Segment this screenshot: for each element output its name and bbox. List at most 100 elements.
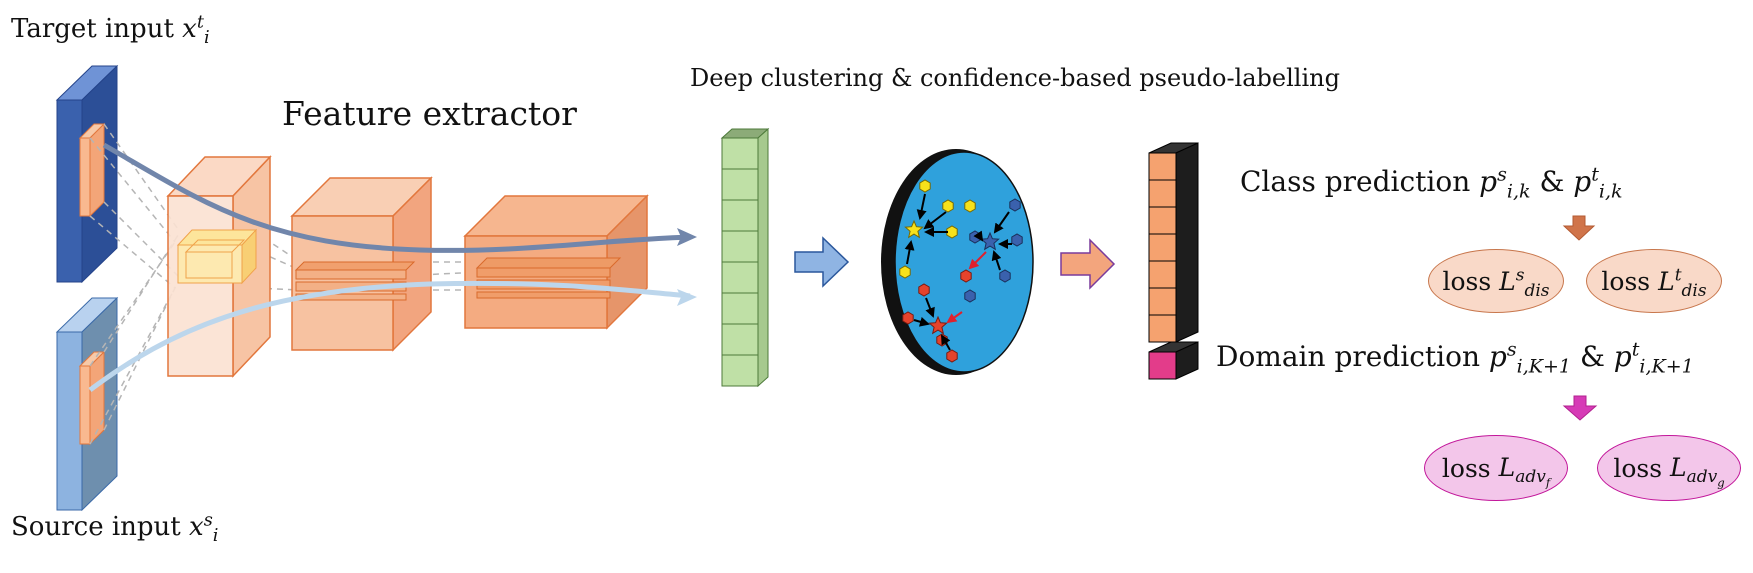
yellow-point — [964, 199, 976, 213]
domain-amp: & — [1579, 340, 1605, 373]
cluster-arrow — [973, 230, 984, 242]
loss-subsub: f — [1545, 475, 1551, 490]
class-p-s: psi,k — [1479, 165, 1530, 201]
feature-vector — [720, 127, 770, 388]
clustering-title: Deep clustering & confidence-based pseud… — [690, 64, 1340, 92]
domain-prediction-text: Domain prediction — [1216, 340, 1480, 373]
source-input-text: Source input — [11, 512, 181, 542]
cluster-arrow — [923, 211, 947, 230]
blue-point — [999, 269, 1011, 283]
loss-sub: dis — [1524, 280, 1550, 301]
loss-word: loss — [1441, 453, 1491, 483]
loss-sym: L — [1658, 266, 1675, 296]
cluster-arrow — [991, 250, 1002, 271]
class-amp: & — [1539, 165, 1565, 198]
loss-symbol: Ltdis — [1658, 265, 1707, 300]
domain-p-t: pti,K+1 — [1613, 340, 1694, 376]
blue-point — [1009, 198, 1021, 212]
loss-sub-text: adv — [1515, 467, 1546, 488]
feature-vector-cell — [721, 168, 759, 201]
loss-word: loss — [1601, 266, 1651, 296]
loss-symbol: Ladvg — [1670, 453, 1725, 488]
class-p-2: p — [1573, 165, 1592, 198]
blue-center-star — [980, 231, 1000, 251]
cluster-points — [899, 179, 1023, 363]
blue-point — [1011, 233, 1023, 247]
domain-down-arrow — [1562, 395, 1598, 421]
domain-prediction-label: Domain prediction psi,K+1 & pti,K+1 — [1216, 338, 1694, 376]
output-vector-cell — [1148, 152, 1177, 181]
source-sup: s — [203, 510, 213, 531]
feature-vector-cell — [721, 199, 759, 232]
red-point — [946, 349, 958, 363]
cluster-arrow — [925, 297, 935, 318]
loss-sym: L — [1498, 453, 1516, 483]
yellow-point — [946, 225, 958, 239]
output-vector-cell — [1148, 287, 1177, 316]
source-sym: x — [189, 512, 204, 542]
source-flow-arrowhead — [677, 289, 697, 306]
output-vector — [1148, 142, 1199, 380]
target-sub: i — [203, 28, 210, 49]
yellow-center-star — [904, 219, 924, 239]
cluster-red-arrow — [968, 251, 987, 270]
feature-vector-cell — [721, 137, 759, 170]
red-point — [960, 269, 972, 283]
output-vector-cell — [1148, 260, 1177, 289]
class-sub-s: i,k — [1506, 180, 1531, 203]
feature-vector-cell — [721, 323, 759, 356]
domain-sub-t: i,K+1 — [1639, 355, 1694, 378]
class-prediction-label: Class prediction psi,k & pti,k — [1240, 165, 1623, 201]
yellow-point — [942, 199, 954, 213]
loss-word: loss — [1613, 453, 1663, 483]
orange-block-arrow — [1060, 238, 1116, 290]
loss-sym: L — [1499, 266, 1516, 296]
loss-sub: advf — [1515, 467, 1551, 490]
loss-sup: s — [1515, 265, 1525, 286]
domain-cell — [1148, 351, 1177, 380]
loss-dis-source: loss Lsdis — [1428, 249, 1564, 313]
class-prediction-text: Class prediction — [1240, 165, 1471, 198]
class-sub-t: i,k — [1598, 180, 1623, 203]
feature-vector-side — [757, 127, 769, 388]
feature-layer-1 — [166, 155, 272, 378]
red-point — [902, 311, 914, 325]
loss-symbol: Lsdis — [1499, 265, 1549, 300]
source-input-panel — [55, 296, 119, 512]
output-vector-cell — [1148, 179, 1177, 208]
loss-sup: t — [1674, 265, 1682, 286]
cluster-arrow — [913, 316, 930, 327]
feature-vector-cell — [721, 354, 759, 387]
target-sym: x — [182, 14, 197, 44]
feature-vector-cell — [721, 292, 759, 325]
output-vector-cell — [1148, 314, 1177, 343]
loss-dis-target: loss Ltdis — [1586, 249, 1722, 313]
class-down-arrow — [1562, 215, 1596, 241]
red-center-star — [928, 315, 948, 335]
output-vector-cell — [1148, 206, 1177, 235]
cluster-arrow — [916, 193, 927, 220]
output-vector-side — [1175, 142, 1199, 343]
target-sup: t — [196, 12, 204, 33]
source-sub: i — [212, 526, 219, 547]
output-vector-cell — [1148, 233, 1177, 262]
domain-sub-s: i,K+1 — [1516, 355, 1572, 378]
blue-point — [969, 230, 981, 244]
loss-sub: advg — [1687, 467, 1725, 489]
domain-p-2: p — [1613, 340, 1632, 373]
domain-sup-s: s — [1506, 338, 1517, 361]
cluster-arrow — [941, 334, 951, 351]
yellow-point — [919, 179, 931, 193]
loss-adv-f: loss Ladvf — [1424, 435, 1568, 501]
feature-vector-cell — [721, 230, 759, 263]
loss-sub: dis — [1681, 280, 1707, 301]
target-input-label: Target input xti — [11, 12, 210, 48]
cluster-red-arrow — [946, 311, 963, 324]
feature-layer-3 — [463, 194, 649, 330]
red-point — [918, 283, 930, 297]
source-flow-arrow — [88, 280, 691, 393]
class-p: p — [1479, 165, 1498, 198]
blue-block-arrow — [794, 236, 850, 288]
